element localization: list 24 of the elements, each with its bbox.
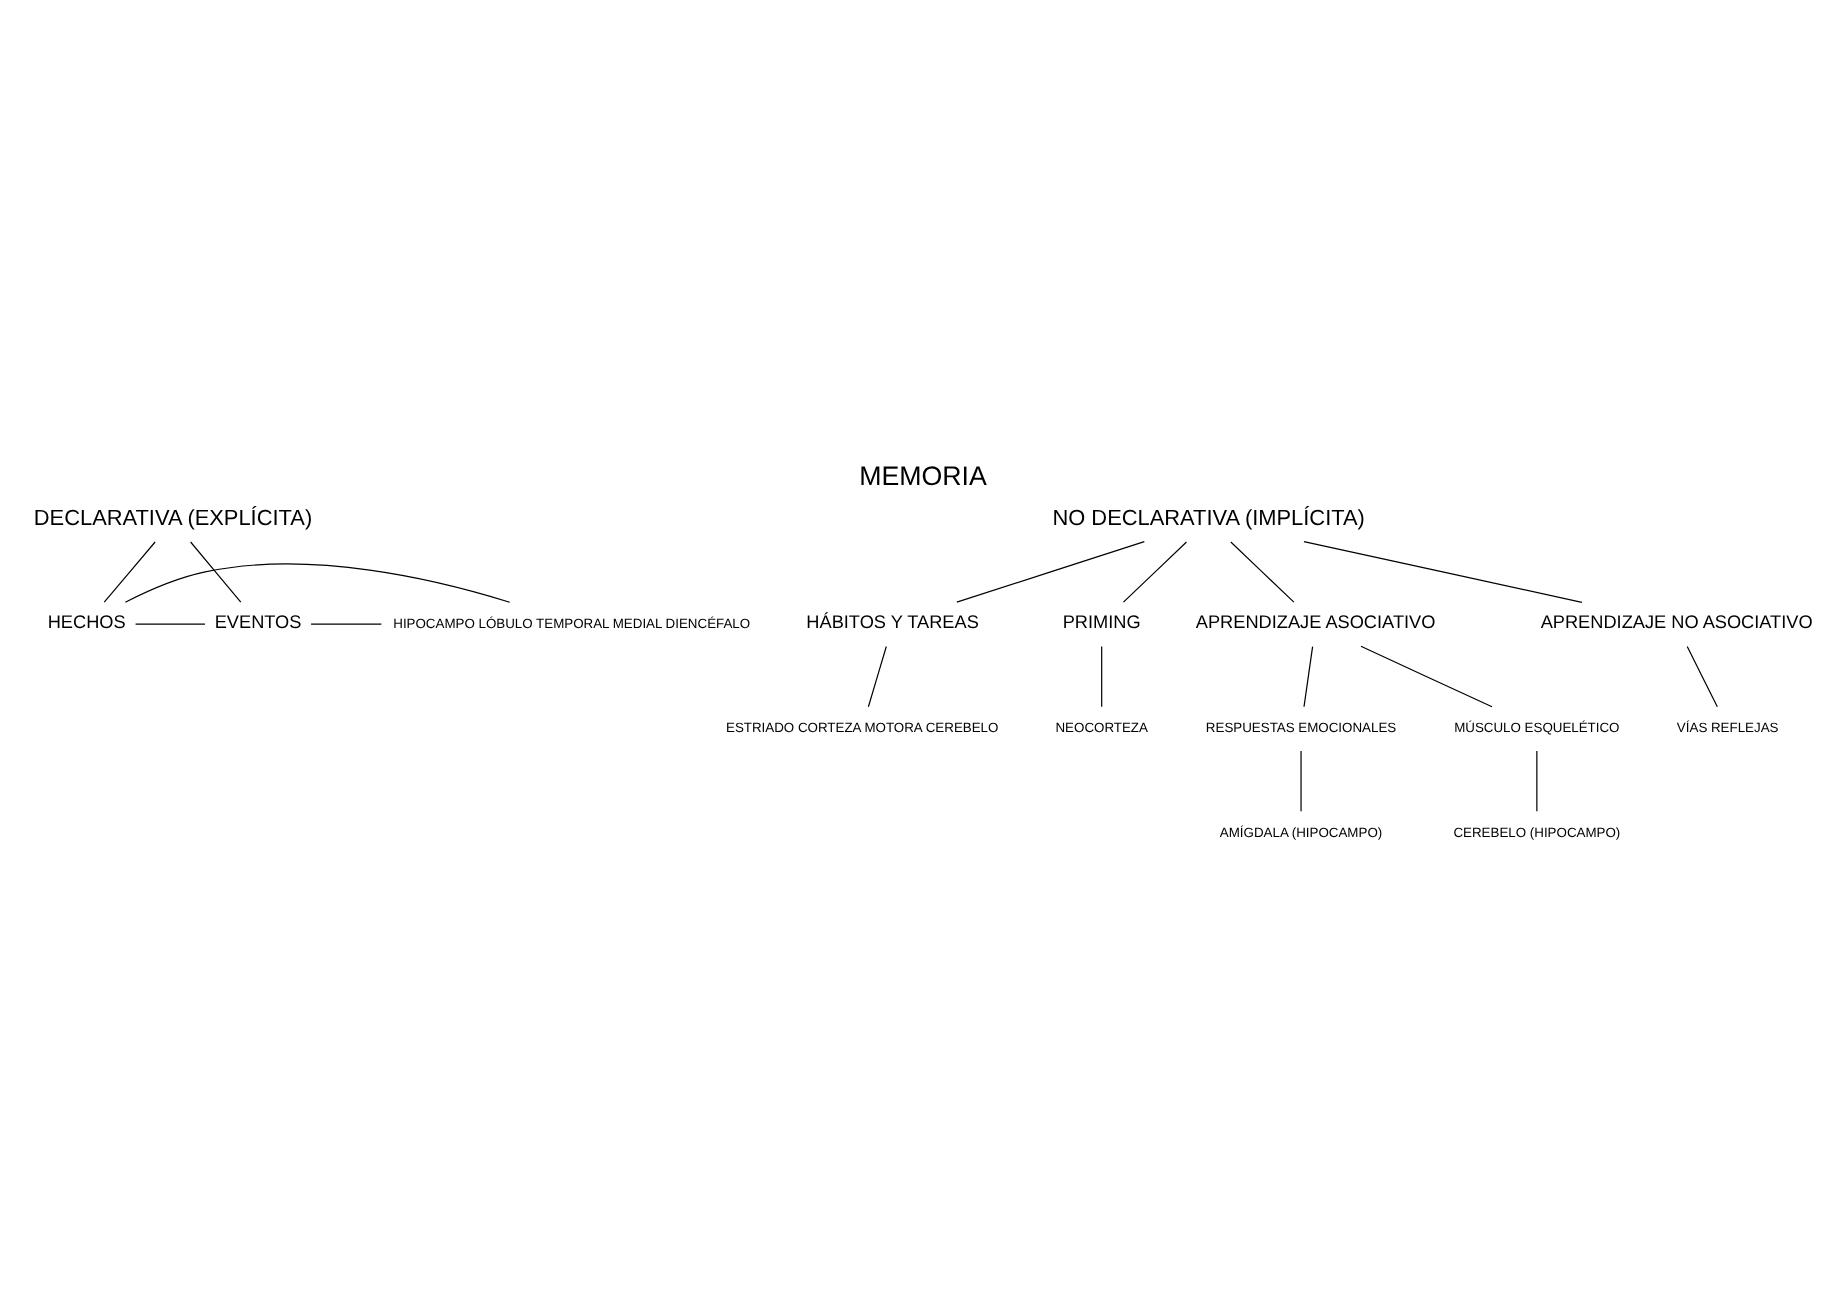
connector: [1101, 644, 1103, 707]
node-text: EVENTOS: [214, 611, 302, 632]
connector: [103, 540, 156, 602]
node-text: HECHOS: [47, 611, 126, 632]
connector: [124, 562, 511, 602]
node-text: NO DECLARATIVA (IMPLÍCITA): [1052, 505, 1365, 530]
node-text: APRENDIZAJE ASOCIATIVO: [1195, 611, 1436, 632]
connector: [1303, 644, 1314, 707]
node-text: PRIMING: [1062, 611, 1141, 632]
connector: [1360, 644, 1493, 707]
connector: [310, 622, 382, 624]
connector: [956, 540, 1145, 602]
connector: [1303, 540, 1583, 602]
connector: [1686, 644, 1718, 707]
connector: [1230, 540, 1295, 602]
diagram-title: MEMORIA: [859, 460, 987, 491]
connector: [134, 622, 206, 624]
connector: [1536, 749, 1538, 811]
connector: [190, 540, 242, 602]
node-text: APRENDIZAJE NO ASOCIATIVO: [1540, 611, 1813, 632]
node-text: DECLARATIVA (EXPLÍCITA): [33, 505, 313, 530]
connector: [1122, 540, 1188, 602]
node-text: HÁBITOS Y TAREAS: [806, 611, 979, 632]
connector: [867, 644, 887, 707]
